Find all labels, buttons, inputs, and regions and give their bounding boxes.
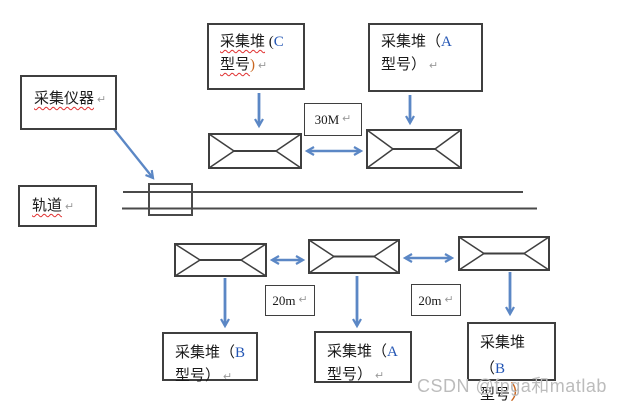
return-mark: ↵ [375,370,385,382]
pile-a-top-line2: 型号）↵ [381,57,439,73]
model-letter-b: B [495,361,506,377]
return-mark: ↵ [429,60,439,72]
box-pile-a-top: 采集堆（A 型号）↵ [368,23,483,92]
instrument-label: 采集仪器 [34,91,95,107]
node-symbol-1 [208,133,302,169]
track-reader-rect [148,183,193,216]
return-mark: ↵ [342,113,352,125]
return-mark: ↵ [223,371,233,383]
return-mark: ↵ [298,294,308,306]
box-track-label: 轨道↵ [18,185,97,227]
pile-b-right-line1: 采集堆（B [480,335,526,377]
pile-a-bottom-line1: 采集堆（A [327,344,398,360]
return-mark: ↵ [97,94,107,106]
csdn-watermark: CSDN @fpga和matlab [417,376,607,396]
pile-a-top-line1: 采集堆（A [381,34,452,50]
box-pile-c: 采集堆 (C 型号)↵ [207,23,305,90]
pile-c-line2: 型号)↵ [220,57,268,73]
box-collection-instrument: 采集仪器↵ [20,75,117,130]
model-letter-b: B [235,345,246,361]
box-pile-a-bottom: 采集堆（A 型号）↵ [314,331,412,383]
node-symbol-5 [458,236,550,271]
distance-label-20m-right: 20m↵ [411,284,461,316]
pile-b-left-line2: 型号）↵ [175,368,233,384]
pile-b-left-line1: 采集堆（B [175,345,246,361]
pile-a-bottom-line2: 型号）↵ [327,367,385,383]
node-symbol-2 [366,129,462,169]
distance-label-20m-left: 20m↵ [265,285,315,316]
node-symbol-4 [308,239,400,274]
box-pile-b-left: 采集堆（B 型号）↵ [162,332,258,384]
model-letter-c: C [273,34,284,50]
distance-label-30m: 30M↵ [304,103,362,136]
return-mark: ↵ [258,60,268,72]
box-pile-b-right: 采集堆（B 型号）↵ [467,322,556,403]
model-letter-a: A [387,344,398,360]
pile-b-right-line2: 型号）↵ [480,382,531,404]
return-mark: ↵ [444,293,454,306]
node-symbol-3 [174,243,267,277]
return-mark: ↵ [65,201,75,213]
track-label: 轨道 [32,198,63,214]
pile-c-line1: 采集堆 (C [220,34,284,50]
arrow-instrument-to-track [112,127,155,180]
model-letter-a: A [441,34,452,50]
